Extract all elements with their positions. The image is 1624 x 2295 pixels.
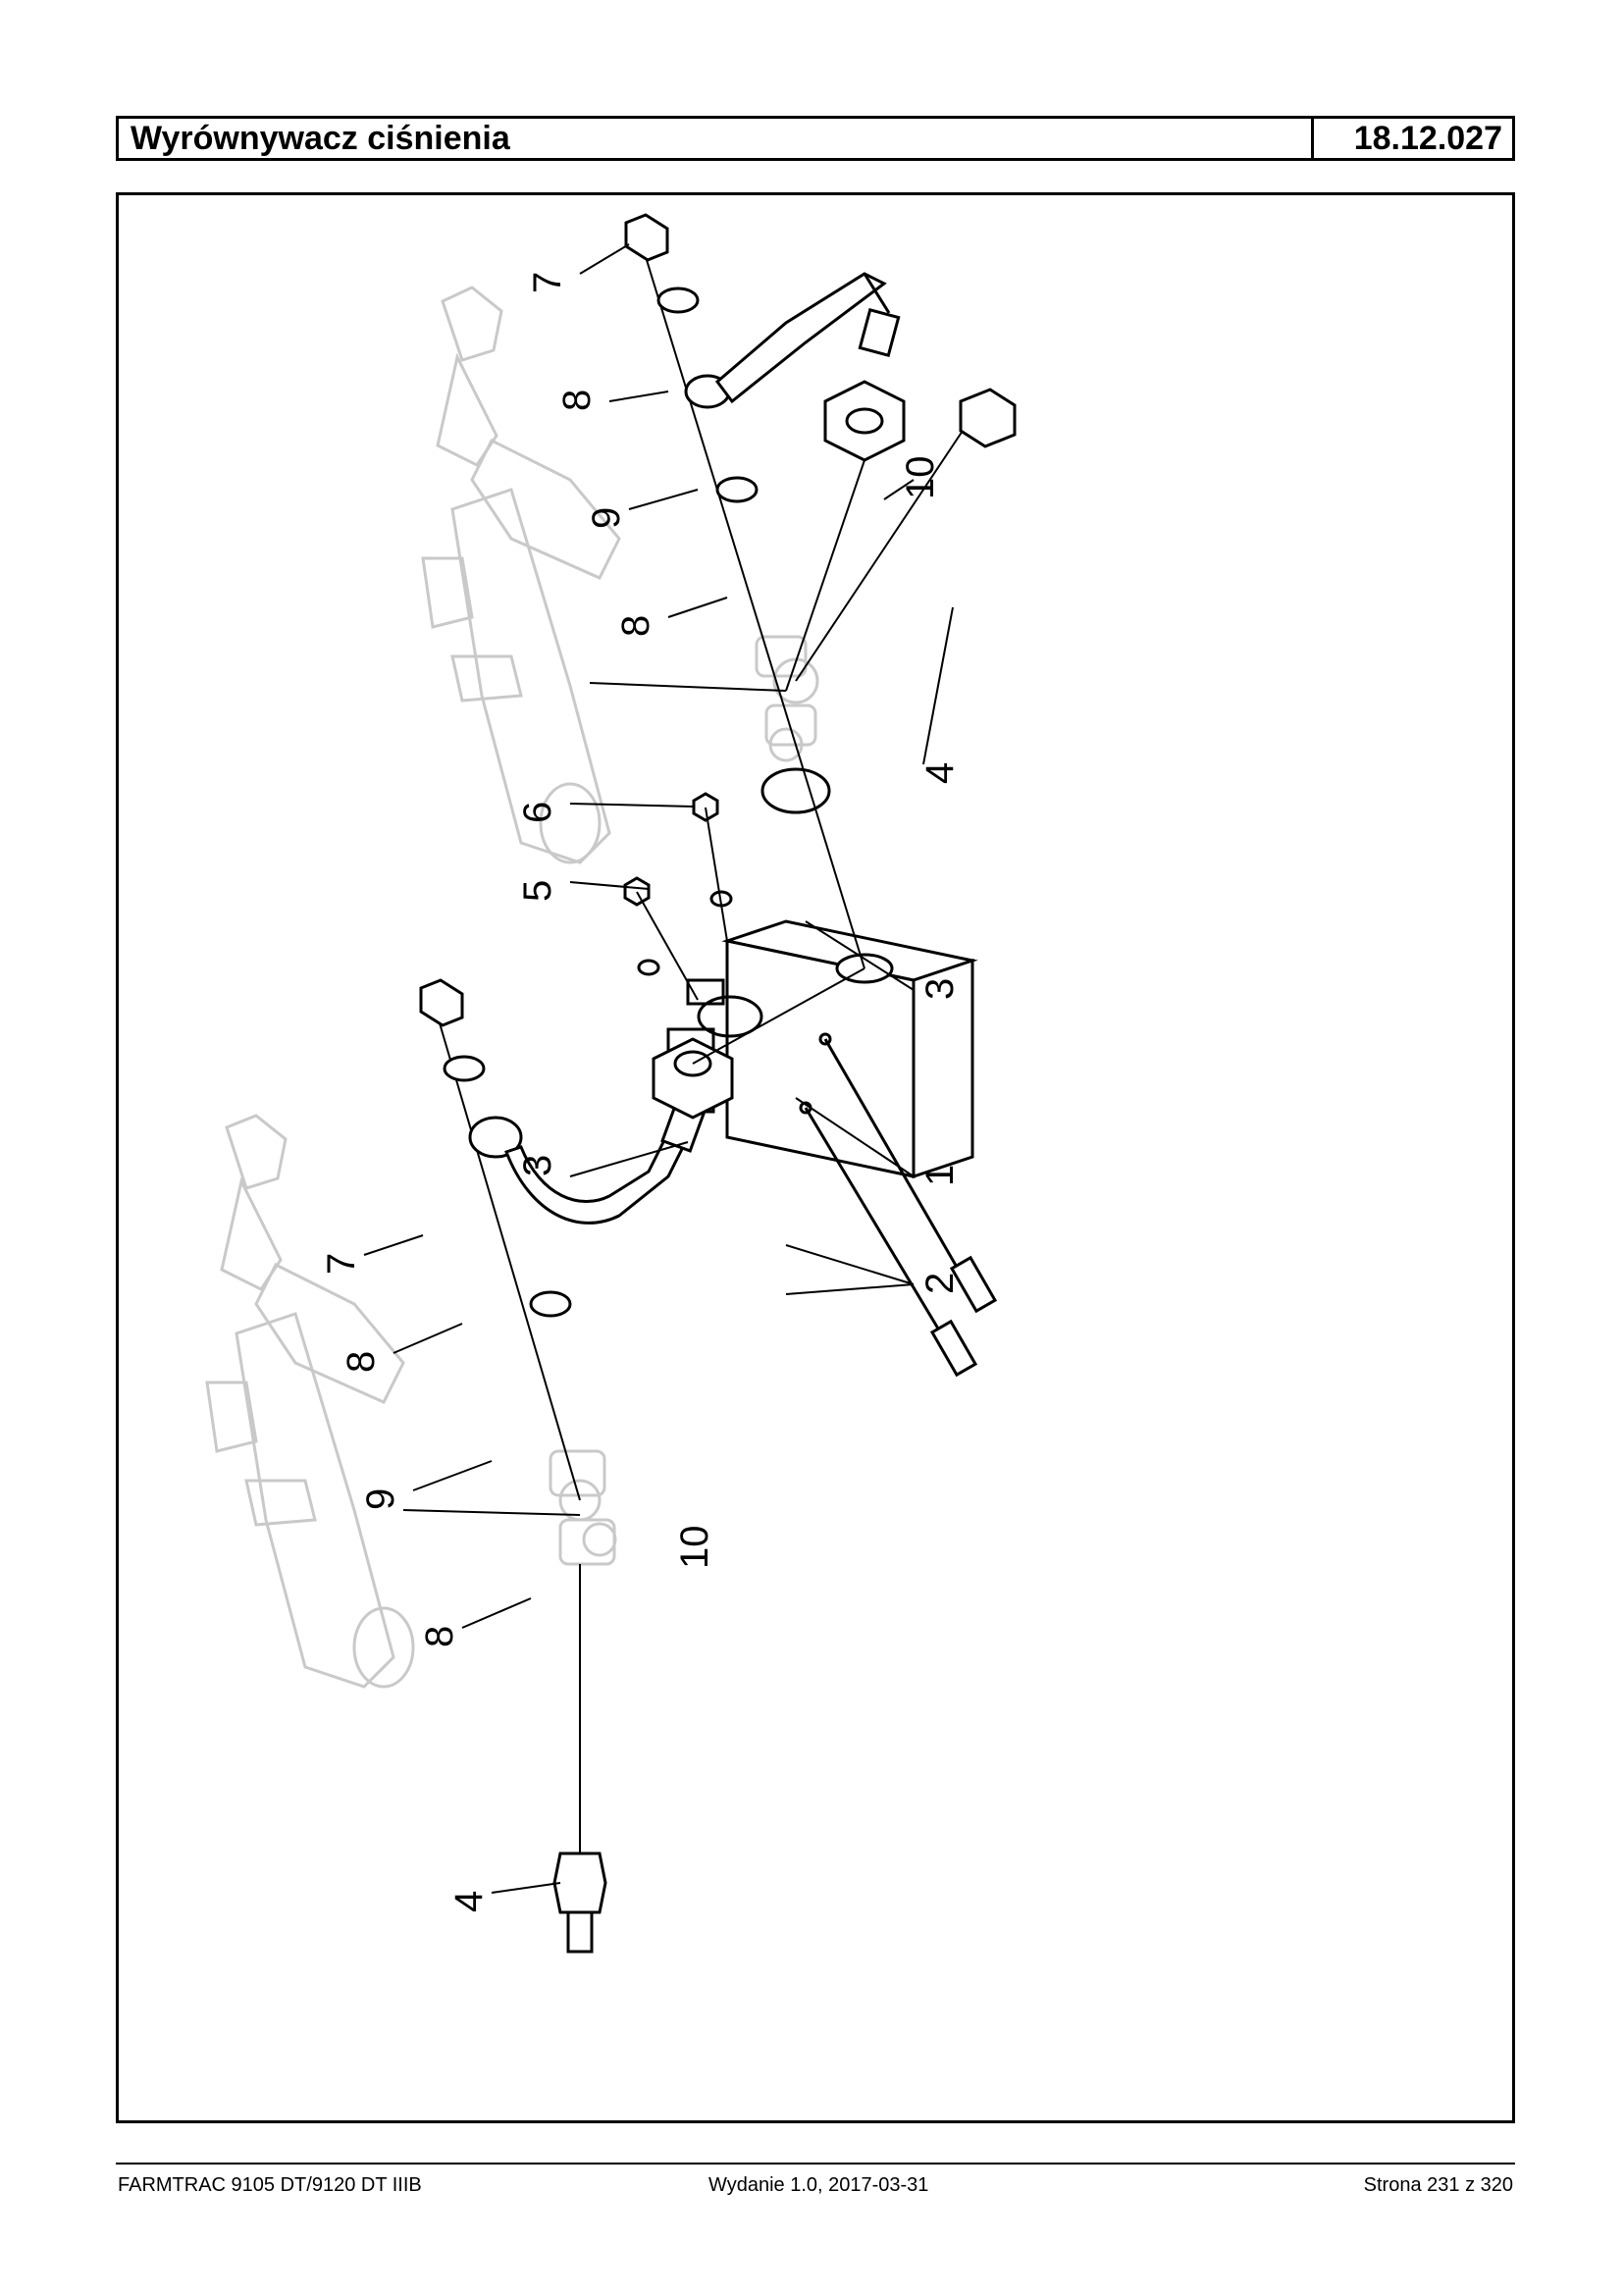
callout-7-lower: 7 (320, 1253, 363, 1275)
callout-6: 6 (516, 802, 559, 823)
footer-model: FARMTRAC 9105 DT/9120 DT IIIB (118, 2174, 422, 2196)
callout-3-lower: 3 (516, 1155, 559, 1176)
leader-lines (363, 243, 954, 1894)
callout-10-lower: 10 (673, 1526, 716, 1570)
nuts-washers (623, 792, 733, 1001)
footer-edition: Wydanie 1.0, 2017-03-31 (708, 2174, 929, 2196)
footer-rule (116, 2163, 1515, 2165)
ghost-cylinder-upper (421, 286, 621, 864)
callout-5: 5 (516, 880, 559, 902)
callout-1: 1 (918, 1165, 962, 1186)
callout-3-upper: 3 (918, 978, 962, 1000)
callout-4-upper: 4 (918, 762, 962, 784)
exploded-view-drawing: 7 8 9 8 10 4 3 6 5 1 2 3 7 8 9 10 8 4 (205, 213, 1017, 1954)
upper-pipe-assembly (624, 213, 1017, 969)
document-code: 18.12.027 (1353, 120, 1502, 157)
footer-page-number: Strona 231 z 320 (1363, 2174, 1513, 2196)
ghost-tee-upper (755, 635, 819, 762)
page-header: Wyrównywacz ciśnienia 18.12.027 (116, 116, 1515, 161)
callout-labels: 7 8 9 8 10 4 3 6 5 1 2 3 7 8 9 10 8 4 (320, 272, 962, 1912)
callout-2: 2 (918, 1273, 962, 1294)
callout-4-lower: 4 (447, 1891, 491, 1912)
callout-8-d: 8 (418, 1626, 461, 1647)
callout-10-upper: 10 (899, 456, 942, 500)
callout-9-lower: 9 (359, 1488, 402, 1510)
page-footer: FARMTRAC 9105 DT/9120 DT IIIB Wydanie 1.… (116, 2170, 1515, 2200)
ghost-tee-lower (549, 1449, 617, 1566)
lower-pipe-assembly (419, 967, 865, 1954)
ghost-cylinder-lower (205, 1114, 415, 1689)
o-ring-upper (760, 767, 831, 814)
callout-9-upper: 9 (585, 507, 628, 529)
callout-7-upper: 7 (526, 272, 569, 293)
page-title: Wyrównywacz ciśnienia (119, 119, 1314, 158)
exploded-view-figure: 7 8 9 8 10 4 3 6 5 1 2 3 7 8 9 10 8 4 (116, 192, 1515, 2123)
callout-8-c: 8 (340, 1351, 383, 1373)
callout-8-a: 8 (555, 390, 599, 411)
callout-8-b: 8 (614, 615, 657, 637)
